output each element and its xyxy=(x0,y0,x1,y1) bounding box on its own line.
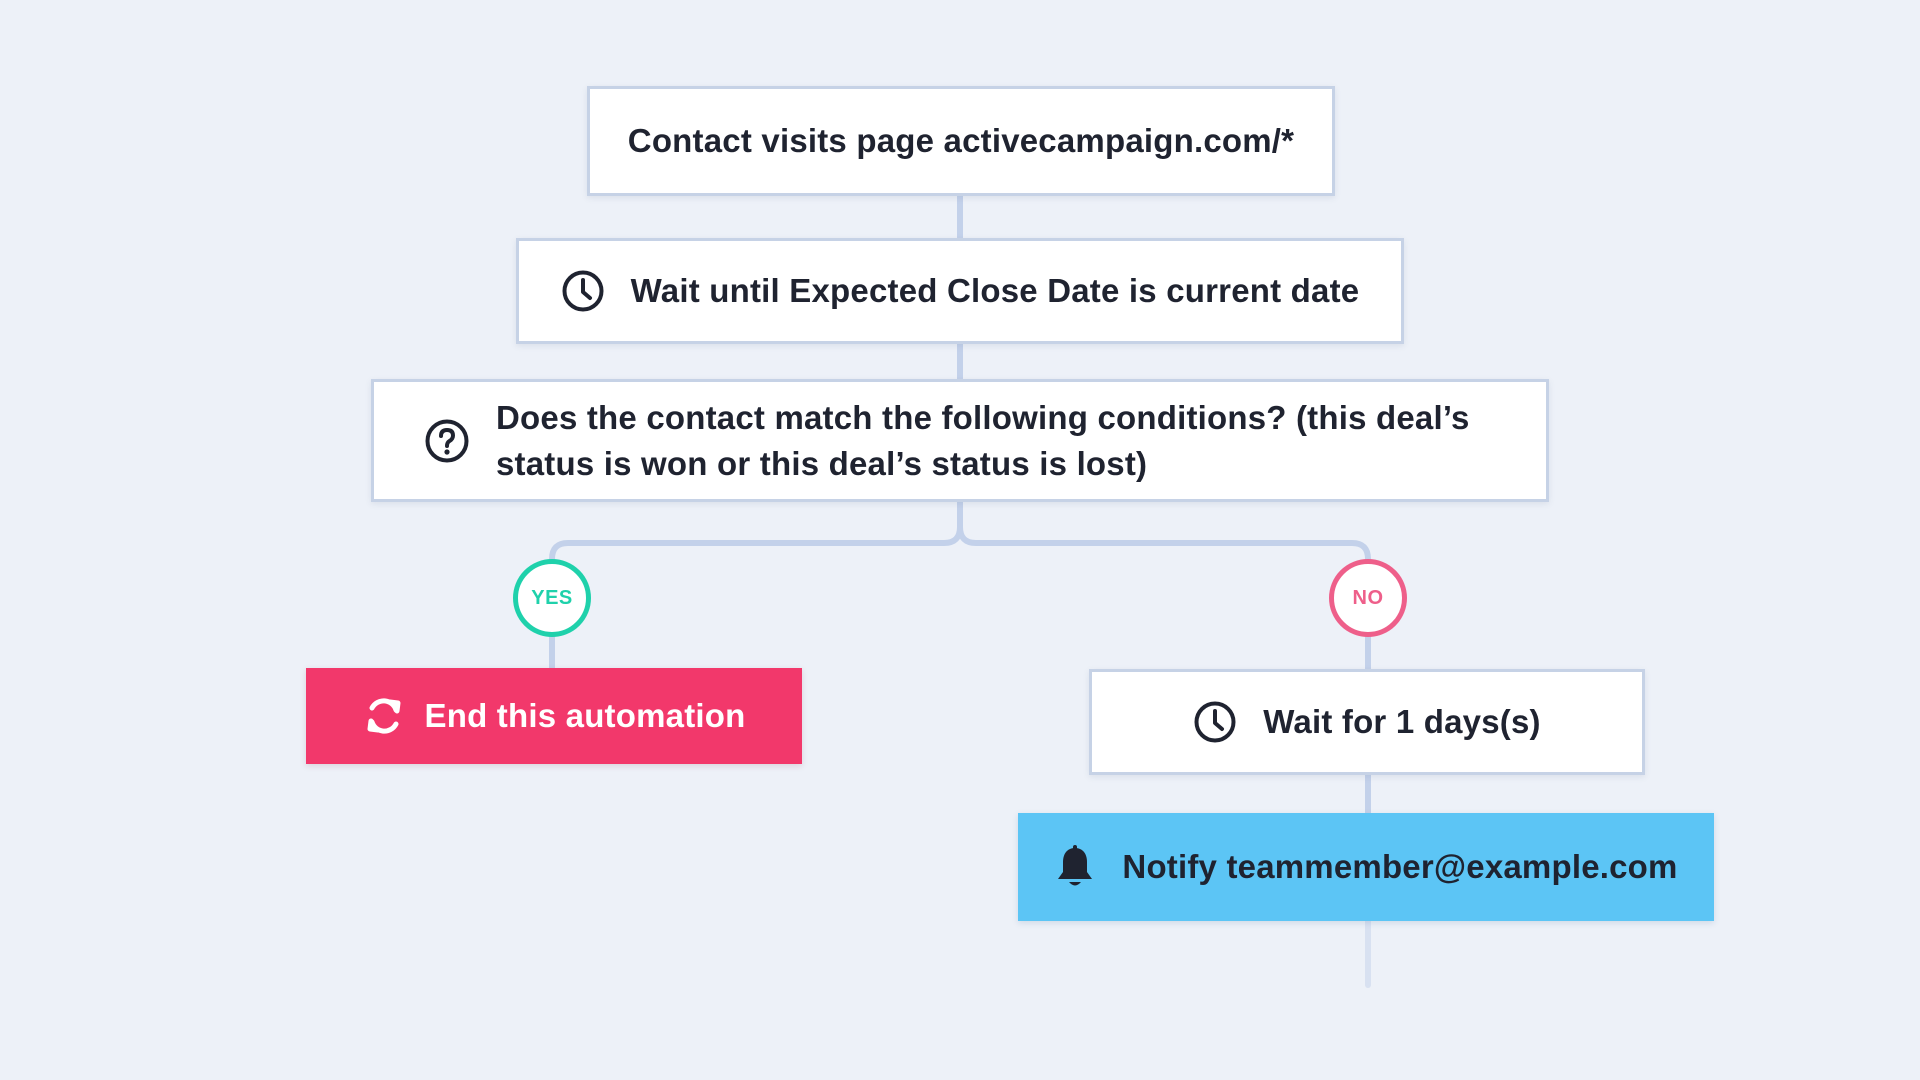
bell-icon xyxy=(1054,844,1096,890)
wait-for-node[interactable]: Wait for 1 days(s) xyxy=(1089,669,1645,775)
clock-icon xyxy=(561,269,605,313)
refresh-icon xyxy=(363,695,405,737)
end-automation-label: End this automation xyxy=(424,697,746,734)
wait-until-node[interactable]: Wait until Expected Close Date is curren… xyxy=(516,238,1404,344)
condition-label: Does the contact match the following con… xyxy=(496,398,1470,482)
no-branch-badge: NO xyxy=(1329,559,1407,637)
notify-label: Notify teammember@example.com xyxy=(1122,848,1678,885)
yes-branch-label: YES xyxy=(531,586,573,609)
yes-branch-badge: YES xyxy=(513,559,591,637)
connector-condition-to-no xyxy=(957,524,1371,562)
connector-condition-split xyxy=(549,499,963,562)
trigger-label: Contact visits page activecampaign.com/* xyxy=(627,122,1295,159)
trigger-node[interactable]: Contact visits page activecampaign.com/* xyxy=(587,86,1335,196)
condition-node[interactable]: Does the contact match the following con… xyxy=(371,379,1549,502)
question-circle-icon xyxy=(424,418,470,464)
no-branch-label: NO xyxy=(1352,586,1384,609)
wait-for-label: Wait for 1 days(s) xyxy=(1263,703,1541,740)
clock-icon xyxy=(1193,700,1237,744)
notify-node[interactable]: Notify teammember@example.com xyxy=(1018,813,1714,921)
wait-until-label: Wait until Expected Close Date is curren… xyxy=(630,272,1360,309)
end-automation-node[interactable]: End this automation xyxy=(306,668,802,764)
